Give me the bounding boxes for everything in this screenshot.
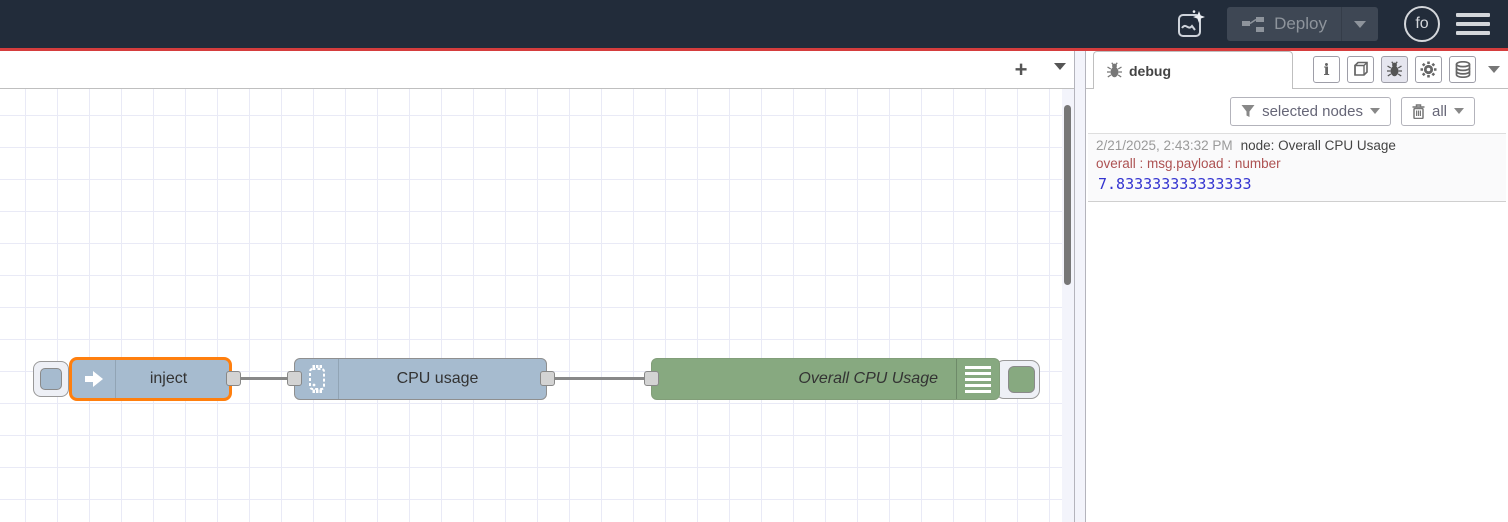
- message-timestamp: 2/21/2025, 2:43:32 PM: [1096, 138, 1233, 153]
- node-label: inject: [149, 370, 188, 387]
- deploy-button[interactable]: Deploy: [1227, 7, 1341, 41]
- chevron-down-icon: [1354, 20, 1366, 28]
- sidebar-menu-button[interactable]: [1488, 66, 1500, 73]
- chip-icon: [295, 359, 339, 399]
- gear-icon: [1420, 61, 1437, 78]
- help-tab-button[interactable]: [1347, 56, 1374, 83]
- info-tab-button[interactable]: i: [1313, 56, 1340, 83]
- tab-debug[interactable]: debug: [1093, 51, 1293, 89]
- main-area: + inject: [0, 51, 1508, 522]
- port-cpu-input[interactable]: [287, 371, 302, 386]
- flow-list-button[interactable]: [1054, 63, 1066, 70]
- deploy-options-button[interactable]: [1341, 7, 1378, 41]
- debug-toolbar: selected nodes all: [1086, 89, 1508, 133]
- node-inject[interactable]: inject: [69, 357, 232, 401]
- bug-icon: [1106, 62, 1123, 79]
- node-overall-cpu-usage[interactable]: Overall CPU Usage: [651, 358, 1000, 400]
- context-tab-button[interactable]: [1449, 56, 1476, 83]
- port-debug-input[interactable]: [644, 371, 659, 386]
- sidebar-splitter[interactable]: [1074, 51, 1086, 522]
- debug-toggle-button[interactable]: [995, 360, 1040, 399]
- bug-icon: [1386, 61, 1403, 78]
- deploy-group: Deploy: [1227, 7, 1378, 41]
- book-icon: [1352, 61, 1369, 78]
- workspace: + inject: [0, 51, 1074, 522]
- message-property-path: overall : msg.payload : number: [1096, 156, 1281, 171]
- port-cpu-output[interactable]: [540, 371, 555, 386]
- debug-lines-icon: [956, 359, 999, 399]
- flow-canvas[interactable]: inject CPU usage: [0, 89, 1074, 522]
- inject-arrow-icon: [72, 360, 116, 398]
- config-tab-button[interactable]: [1415, 56, 1442, 83]
- sidebar-tabbar: debug i: [1086, 51, 1508, 89]
- node-cpu-usage[interactable]: CPU usage: [294, 358, 547, 400]
- wire-cpu-to-debug[interactable]: [547, 377, 652, 380]
- tab-debug-label: debug: [1129, 62, 1171, 79]
- node-label: Overall CPU Usage: [798, 370, 938, 387]
- filter-nodes-button[interactable]: selected nodes: [1230, 96, 1391, 126]
- deploy-label: Deploy: [1274, 14, 1327, 33]
- wire-inject-to-cpu[interactable]: [233, 377, 295, 380]
- node-label: CPU usage: [396, 370, 479, 387]
- sidebar: debug i: [1086, 51, 1508, 522]
- hamburger-icon: [1456, 13, 1490, 17]
- inject-trigger-button[interactable]: [33, 361, 69, 397]
- funnel-icon: [1241, 104, 1255, 118]
- chevron-down-icon: [1454, 108, 1464, 114]
- clear-messages-button[interactable]: all: [1400, 96, 1475, 126]
- deploy-icon: [1241, 16, 1265, 32]
- canvas-vscroll-thumb[interactable]: [1064, 105, 1071, 285]
- chevron-down-icon: [1369, 108, 1380, 114]
- flow-assistant-button[interactable]: [1171, 4, 1211, 44]
- clear-label: all: [1431, 102, 1447, 120]
- debug-message[interactable]: 2/21/2025, 2:43:32 PM node: Overall CPU …: [1088, 133, 1506, 202]
- sidebar-icon-buttons: i: [1313, 56, 1500, 83]
- debug-message-list: 2/21/2025, 2:43:32 PM node: Overall CPU …: [1086, 133, 1508, 522]
- trash-icon: [1412, 103, 1425, 119]
- message-source-node: node: Overall CPU Usage: [1240, 138, 1396, 153]
- port-inject-output[interactable]: [226, 371, 241, 386]
- add-flow-button[interactable]: +: [1014, 57, 1028, 82]
- header-bar: Deploy fo: [0, 0, 1508, 48]
- filter-label: selected nodes: [1262, 102, 1363, 120]
- main-menu-button[interactable]: [1456, 13, 1490, 35]
- avatar-initials: fo: [1415, 15, 1429, 32]
- flow-tabbar: +: [0, 51, 1074, 89]
- sparkle-flow-icon: [1176, 9, 1206, 39]
- header-accent-line: [0, 48, 1508, 51]
- canvas-vscroll-track[interactable]: [1062, 89, 1074, 522]
- info-icon: i: [1323, 60, 1330, 79]
- message-value[interactable]: 7.833333333333333: [1098, 175, 1252, 193]
- database-icon: [1454, 61, 1472, 78]
- debug-tab-button[interactable]: [1381, 56, 1408, 83]
- user-avatar[interactable]: fo: [1404, 6, 1440, 42]
